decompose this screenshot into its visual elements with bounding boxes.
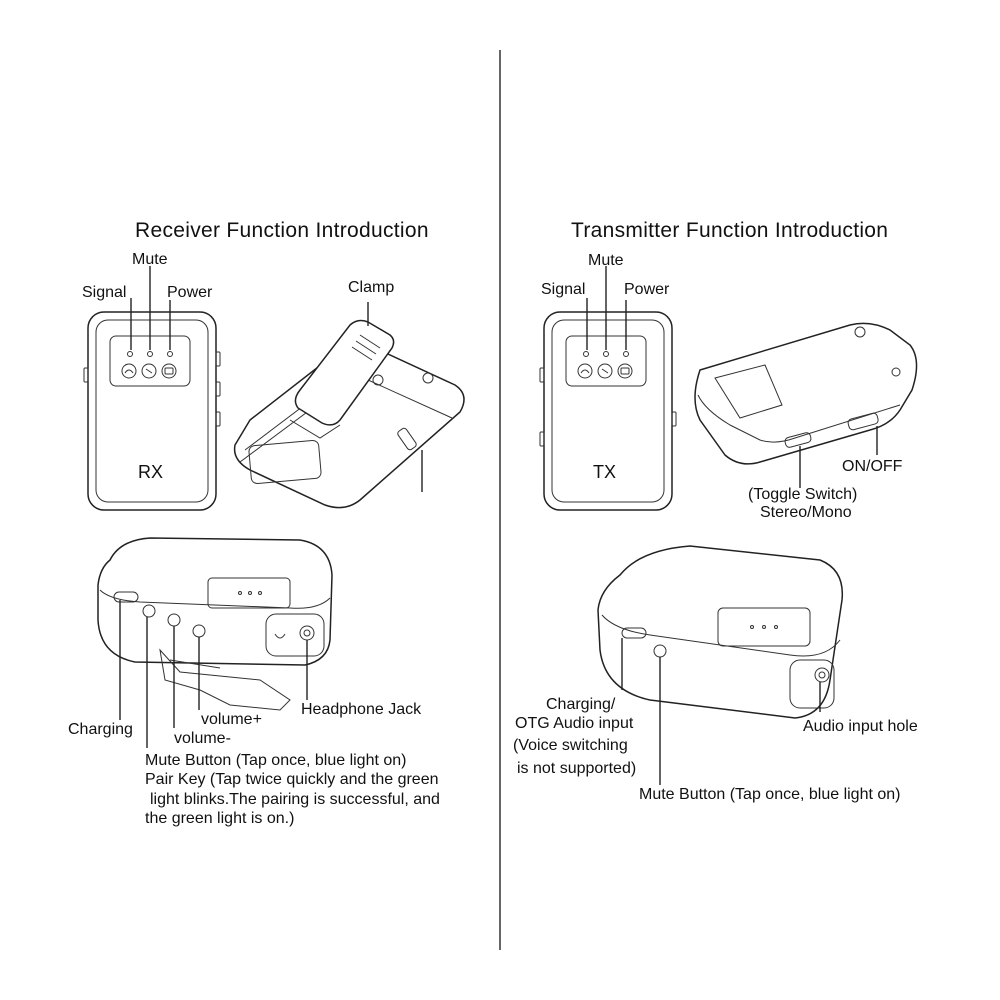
tx-on-off-switch [847,412,879,431]
tx-label-charging-1: Charging/ [546,696,616,713]
tx-label-toggle-switch: (Toggle Switch) [748,486,858,503]
transmitter-title: Transmitter Function Introduction [571,219,889,242]
tx-label-voice-2: is not supported) [517,760,637,777]
tx-power-led [623,351,629,357]
tx-label-audio-input-hole: Audio input hole [803,718,918,735]
rx-label-mute: Mute [132,251,168,268]
rx-clamp-device [233,302,465,509]
tx-signal-icon [577,363,593,379]
rx-power-icon [161,363,177,379]
rx-label-volume-minus: volume- [174,730,231,747]
tx-label-mute-button: Mute Button (Tap once, blue light on) [639,786,901,803]
tx-label-on-off: ON/OFF [842,458,903,475]
tx-signal-led [583,351,589,357]
tx-mute-led [603,351,609,357]
rx-device-label: RX [138,462,164,482]
tx-side-device [597,545,844,785]
rx-side-device [97,537,333,748]
rx-signal-led [127,351,133,357]
tx-device-label: TX [593,462,617,482]
rx-power-led [167,351,173,357]
rx-label-pair-key-3: the green light is on.) [145,810,295,827]
rx-label-volume-plus: volume+ [201,711,262,728]
tx-power-icon [617,363,633,379]
receiver-title: Receiver Function Introduction [135,219,429,242]
tx-switch-device [694,322,918,488]
tx-stereo-mono-switch [784,432,812,448]
tx-label-voice-1: (Voice switching [513,737,628,754]
tx-label-power: Power [624,281,670,298]
rx-label-mute-button: Mute Button (Tap once, blue light on) [145,752,407,769]
rx-mute-led [147,351,153,357]
rx-label-signal: Signal [82,284,127,301]
rx-mute-icon [141,363,157,379]
rx-label-charging: Charging [68,721,133,738]
tx-label-charging-2: OTG Audio input [515,715,634,732]
tx-label-mute: Mute [588,252,624,269]
rx-label-pair-key-1: Pair Key (Tap twice quickly and the gree… [145,771,439,788]
tx-label-signal: Signal [541,281,586,298]
rx-signal-icon [121,363,137,379]
rx-pair-key [142,604,156,618]
tx-label-stereo-mono: Stereo/Mono [760,504,852,521]
tx-charging-port [621,627,647,639]
rx-label-clamp: Clamp [348,279,395,296]
rx-front-device [83,266,221,511]
tx-audio-input-hole [814,667,830,683]
rx-label-pair-key-2: light blinks.The pairing is successful, … [150,791,440,808]
rx-label-power: Power [167,284,213,301]
tx-mute-icon [597,363,613,379]
tx-front-device [539,266,677,511]
rx-charging-port [113,591,139,603]
rx-label-headphone-jack: Headphone Jack [301,701,422,718]
